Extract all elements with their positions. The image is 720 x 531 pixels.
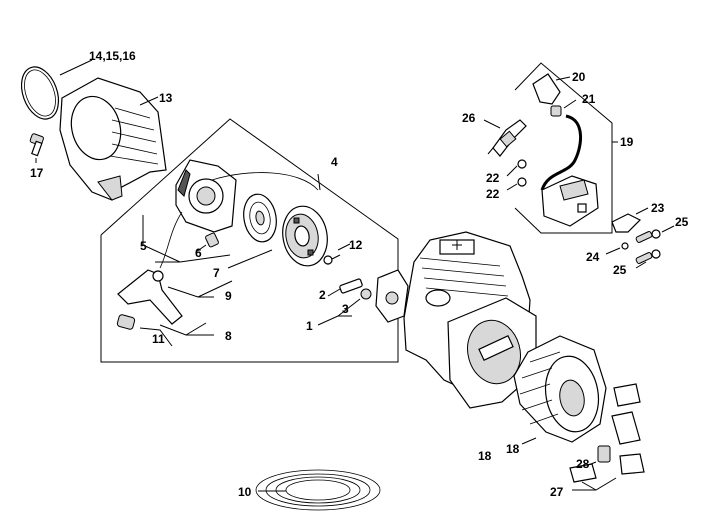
label-17: 17 [30,166,44,180]
label-1: 1 [306,319,313,333]
label-27: 27 [550,485,564,499]
leader-5 [142,215,181,263]
label-9: 9 [225,289,232,303]
flywheel [513,335,607,443]
pawl-body [611,411,641,445]
shaft-part-2 [339,278,363,294]
label-2: 2 [319,288,326,302]
label-24: 24 [586,250,600,264]
pawl-lower-b [619,453,645,475]
fan-housing [175,159,237,233]
label-5: 5 [140,239,147,253]
label-18a: 18 [478,449,492,463]
label-19: 19 [620,135,634,149]
label-14-15-16: 14,15,16 [89,49,136,63]
contact-spring [550,105,562,117]
label-26: 26 [462,111,476,125]
spark-plug-boot [532,73,561,105]
gasket-ring [20,66,60,120]
screw-12 [323,254,341,265]
label-25b: 25 [613,263,627,277]
label-28: 28 [576,457,590,471]
crankcase [447,297,537,409]
starter-rope [159,172,319,269]
screw-17 [29,133,44,157]
label-22b: 22 [486,187,500,201]
label-12: 12 [349,238,363,252]
ignition-group-frame [514,62,613,234]
ignition-lead [540,114,583,191]
starter-grip [117,269,183,325]
label-11: 11 [152,332,165,346]
pawl-lower-a [569,463,597,483]
pin-6 [205,232,219,248]
screw-25a [635,229,661,243]
shroud-13 [59,77,167,201]
rope-guide-11 [116,314,136,330]
label-7: 7 [213,266,220,280]
rewind-spring [243,193,277,243]
label-8: 8 [225,329,232,343]
label-18b: 18 [506,442,520,456]
label-22a: 22 [486,171,500,185]
washers-22 [517,159,527,187]
label-10: 10 [238,485,252,499]
spring-28 [597,445,611,463]
pawl-carrier [375,269,409,323]
screw-25b [635,249,661,264]
label-3: 3 [342,302,349,316]
pawl-upper [613,383,641,407]
bracket-23 [611,213,642,233]
label-13: 13 [159,91,173,105]
spark-plug [487,119,527,157]
label-4: 4 [331,155,338,169]
label-25a: 25 [675,215,689,229]
label-20: 20 [572,70,586,84]
label-23: 23 [651,201,665,215]
ignition-module [541,175,599,227]
nut-3 [360,288,372,300]
label-21: 21 [582,92,596,106]
starter-rope-coil [255,469,381,511]
washer-24 [621,242,629,250]
label-6: 6 [195,246,202,260]
rope-rotor [282,205,328,267]
